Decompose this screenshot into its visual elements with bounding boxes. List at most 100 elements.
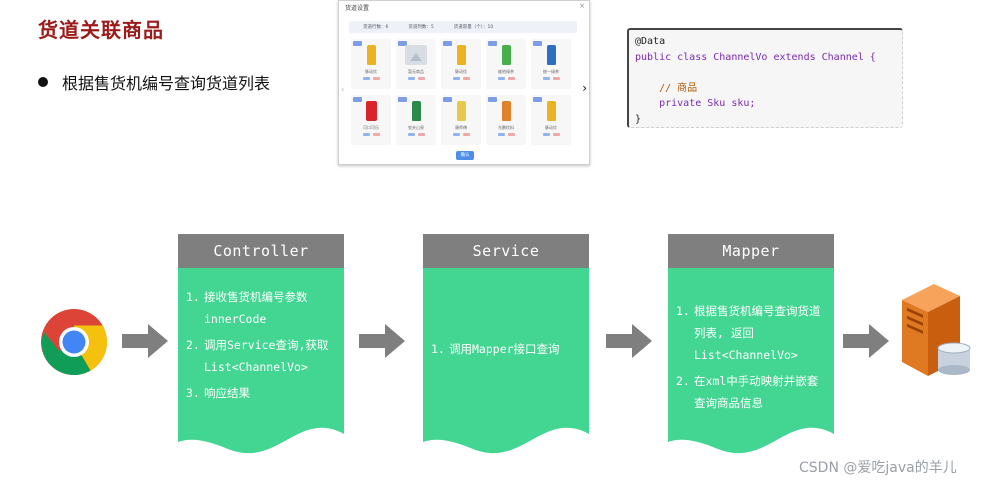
delete-button[interactable]: [418, 133, 425, 136]
dialog-title: 货道设置: [345, 5, 370, 12]
bullet-text: 根据售货机编号查询货道列表: [62, 74, 271, 93]
mapper-card: Mapper 1.根据售货机编号查询货道列表, 返回 List<ChannelV…: [668, 234, 834, 456]
product-grid: 脉动饮暂无商品脉动饮维他绿茶统一绿茶可口可乐农夫山泉康师傅东鹏饮料脉动饮: [351, 39, 571, 145]
arrow-right-icon: [606, 324, 652, 358]
stat-rows: 货道行数：6: [363, 25, 389, 30]
product-actions: [408, 133, 425, 136]
product-name: 东鹏饮料: [498, 125, 514, 130]
chrome-icon: [41, 309, 108, 376]
delete-button[interactable]: [373, 133, 380, 136]
channel-tag: [533, 97, 542, 102]
product-actions: [363, 77, 380, 80]
product-card[interactable]: 维他绿茶: [486, 39, 526, 89]
list-item: 2.调用Service查询,获取 List<ChannelVo>: [186, 338, 329, 374]
service-card: Service 1.调用Mapper接口查询: [423, 234, 589, 456]
add-button[interactable]: [453, 133, 460, 136]
controller-title: Controller: [213, 242, 309, 260]
product-card[interactable]: 可口可乐: [351, 95, 391, 145]
channel-stats-bar: 货道行数：6 货道列数：5 货道容量（个）：10: [349, 21, 577, 33]
product-actions: [408, 77, 425, 80]
mapper-steps: 1.根据售货机编号查询货道列表, 返回 List<ChannelVo> 2.在x…: [676, 300, 828, 418]
product-card[interactable]: 东鹏饮料: [486, 95, 526, 145]
code-snippet: @Data public class ChannelVo extends Chan…: [627, 28, 903, 128]
product-card[interactable]: 脉动饮: [351, 39, 391, 89]
channel-tag: [443, 41, 452, 46]
product-card[interactable]: 脉动饮: [441, 39, 481, 89]
add-button[interactable]: [408, 133, 415, 136]
product-image: [411, 101, 421, 121]
delete-button[interactable]: [553, 77, 560, 80]
delete-button[interactable]: [463, 133, 470, 136]
delete-button[interactable]: [508, 133, 515, 136]
product-name: 统一绿茶: [543, 69, 559, 74]
card-shape: [668, 234, 834, 454]
product-name: 脉动饮: [365, 69, 377, 74]
add-button[interactable]: [498, 77, 505, 80]
product-card[interactable]: 康师傅: [441, 95, 481, 145]
product-actions: [363, 133, 380, 136]
service-title: Service: [472, 242, 540, 260]
product-card[interactable]: 农夫山泉: [396, 95, 436, 145]
product-image: [456, 45, 466, 65]
confirm-button[interactable]: 确认: [456, 151, 474, 160]
delete-button[interactable]: [418, 77, 425, 80]
add-button[interactable]: [543, 133, 550, 136]
list-item: 3.响应结果: [186, 386, 250, 400]
product-actions: [498, 77, 515, 80]
controller-card: Controller 1.接收售货机编号参数 innerCode 2.调用Ser…: [178, 234, 344, 456]
arrow-right-icon: [843, 324, 889, 358]
delete-button[interactable]: [508, 77, 515, 80]
bullet-dot-icon: [38, 77, 48, 87]
image-placeholder-icon: [405, 45, 427, 65]
product-card[interactable]: 统一绿茶: [531, 39, 571, 89]
product-image: [546, 101, 556, 121]
channel-tag: [488, 41, 497, 46]
controller-steps: 1.接收售货机编号参数 innerCode 2.调用Service查询,获取 L…: [186, 286, 338, 408]
product-card[interactable]: 暂无商品: [396, 39, 436, 89]
code-line: @Data: [635, 36, 666, 47]
product-card[interactable]: 脉动饮: [531, 95, 571, 145]
code-line: public class ChannelVo extends Channel {: [635, 51, 876, 63]
product-name: 康师傅: [455, 125, 467, 130]
product-name: 农夫山泉: [408, 125, 424, 130]
list-item: 1.根据售货机编号查询货道列表, 返回 List<ChannelVo>: [676, 304, 821, 362]
channel-settings-screenshot: 货道设置 × 货道行数：6 货道列数：5 货道容量（个）：10 脉动饮暂无商品脉…: [338, 0, 590, 165]
delete-button[interactable]: [463, 77, 470, 80]
add-button[interactable]: [363, 133, 370, 136]
product-name: 可口可乐: [363, 125, 379, 130]
close-icon[interactable]: ×: [579, 2, 585, 10]
add-button[interactable]: [498, 133, 505, 136]
product-name: 脉动饮: [455, 69, 467, 74]
code-line: private Sku sku;: [635, 98, 756, 109]
delete-button[interactable]: [373, 77, 380, 80]
stat-cols: 货道列数：5: [408, 25, 434, 30]
arrow-right-icon: [122, 324, 168, 358]
list-item: 2.在xml中手动映射并嵌套查询商品信息: [676, 374, 819, 410]
add-button[interactable]: [453, 77, 460, 80]
product-name: 维他绿茶: [498, 69, 514, 74]
mapper-title: Mapper: [722, 242, 780, 260]
channel-tag: [398, 97, 407, 102]
watermark: CSDN @爱吃java的羊儿: [799, 460, 957, 476]
product-image: [501, 101, 511, 121]
code-line: }: [635, 113, 642, 125]
delete-button[interactable]: [553, 133, 560, 136]
code-line: // 商品: [635, 82, 698, 94]
product-image: [366, 45, 376, 65]
next-page-icon[interactable]: ›: [582, 81, 587, 95]
product-actions: [543, 77, 560, 80]
product-name: 暂无商品: [408, 69, 424, 74]
prev-page-icon[interactable]: ‹: [341, 85, 345, 94]
stat-capacity: 货道容量（个）：10: [453, 25, 494, 30]
product-actions: [543, 133, 560, 136]
list-item: 1.调用Mapper接口查询: [431, 342, 560, 356]
channel-tag: [398, 41, 407, 46]
list-item: 1.接收售货机编号参数 innerCode: [186, 290, 308, 326]
add-button[interactable]: [543, 77, 550, 80]
service-steps: 1.调用Mapper接口查询: [431, 338, 583, 364]
add-button[interactable]: [408, 77, 415, 80]
add-button[interactable]: [363, 77, 370, 80]
channel-tag: [443, 97, 452, 102]
product-image: [456, 101, 466, 121]
channel-tag: [533, 41, 542, 46]
